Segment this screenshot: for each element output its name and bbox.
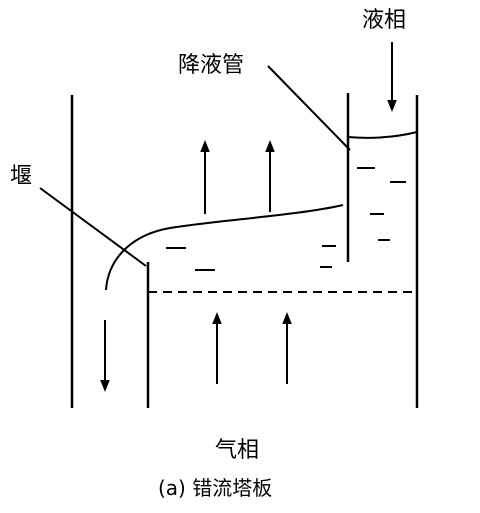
weir-leader-line — [39, 187, 147, 267]
downcomer-liquid-surface — [347, 131, 418, 139]
vapor-phase-label: 气相 — [215, 438, 259, 463]
weir-label: 堰 — [10, 164, 32, 189]
liquid-phase-label: 液相 — [362, 8, 406, 33]
tray-liquid-surface — [105, 204, 344, 291]
downcomer-liquid-marks — [357, 167, 406, 241]
figure-caption: (a) 错流塔板 — [158, 476, 272, 500]
downcomer-leader-line — [267, 65, 351, 151]
tray-liquid-marks — [166, 245, 336, 271]
downcomer-label: 降液管 — [178, 53, 244, 78]
